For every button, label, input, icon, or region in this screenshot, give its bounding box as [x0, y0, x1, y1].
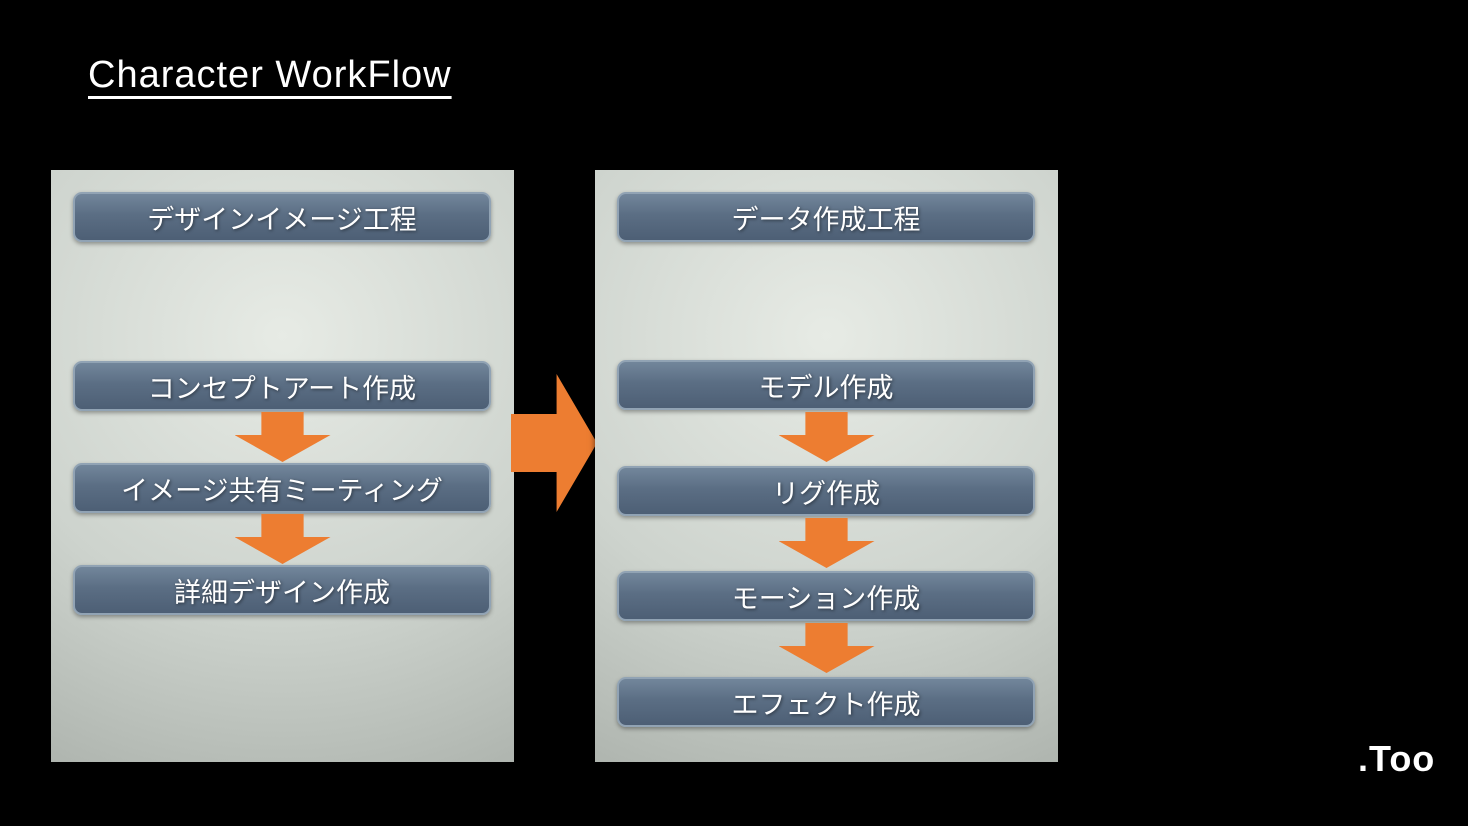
- step-concept-art-creation: コンセプトアート作成: [73, 361, 491, 411]
- right-arrow-icon: [511, 374, 597, 512]
- step-model-creation: モデル作成: [617, 360, 1035, 410]
- step-effect-creation: エフェクト作成: [617, 677, 1035, 727]
- data-creation-process-panel: データ作成工程 モデル作成 リグ作成 モーション作成 エフェクト作成: [595, 170, 1058, 762]
- down-arrow-icon: [234, 412, 331, 462]
- design-image-process-header: デザインイメージ工程: [73, 192, 491, 242]
- down-arrow-icon: [778, 623, 875, 673]
- down-arrow-icon: [234, 514, 331, 564]
- step-image-sharing-meeting: イメージ共有ミーティング: [73, 463, 491, 513]
- page-title: Character WorkFlow: [88, 54, 452, 96]
- design-image-process-panel: デザインイメージ工程 コンセプトアート作成 イメージ共有ミーティング 詳細デザイ…: [51, 170, 514, 762]
- step-detail-design-creation: 詳細デザイン作成: [73, 565, 491, 615]
- down-arrow-icon: [778, 518, 875, 568]
- too-logo: .Too: [1358, 738, 1436, 779]
- data-creation-process-header: データ作成工程: [617, 192, 1035, 242]
- down-arrow-icon: [778, 412, 875, 462]
- step-motion-creation: モーション作成: [617, 571, 1035, 621]
- step-rig-creation: リグ作成: [617, 466, 1035, 516]
